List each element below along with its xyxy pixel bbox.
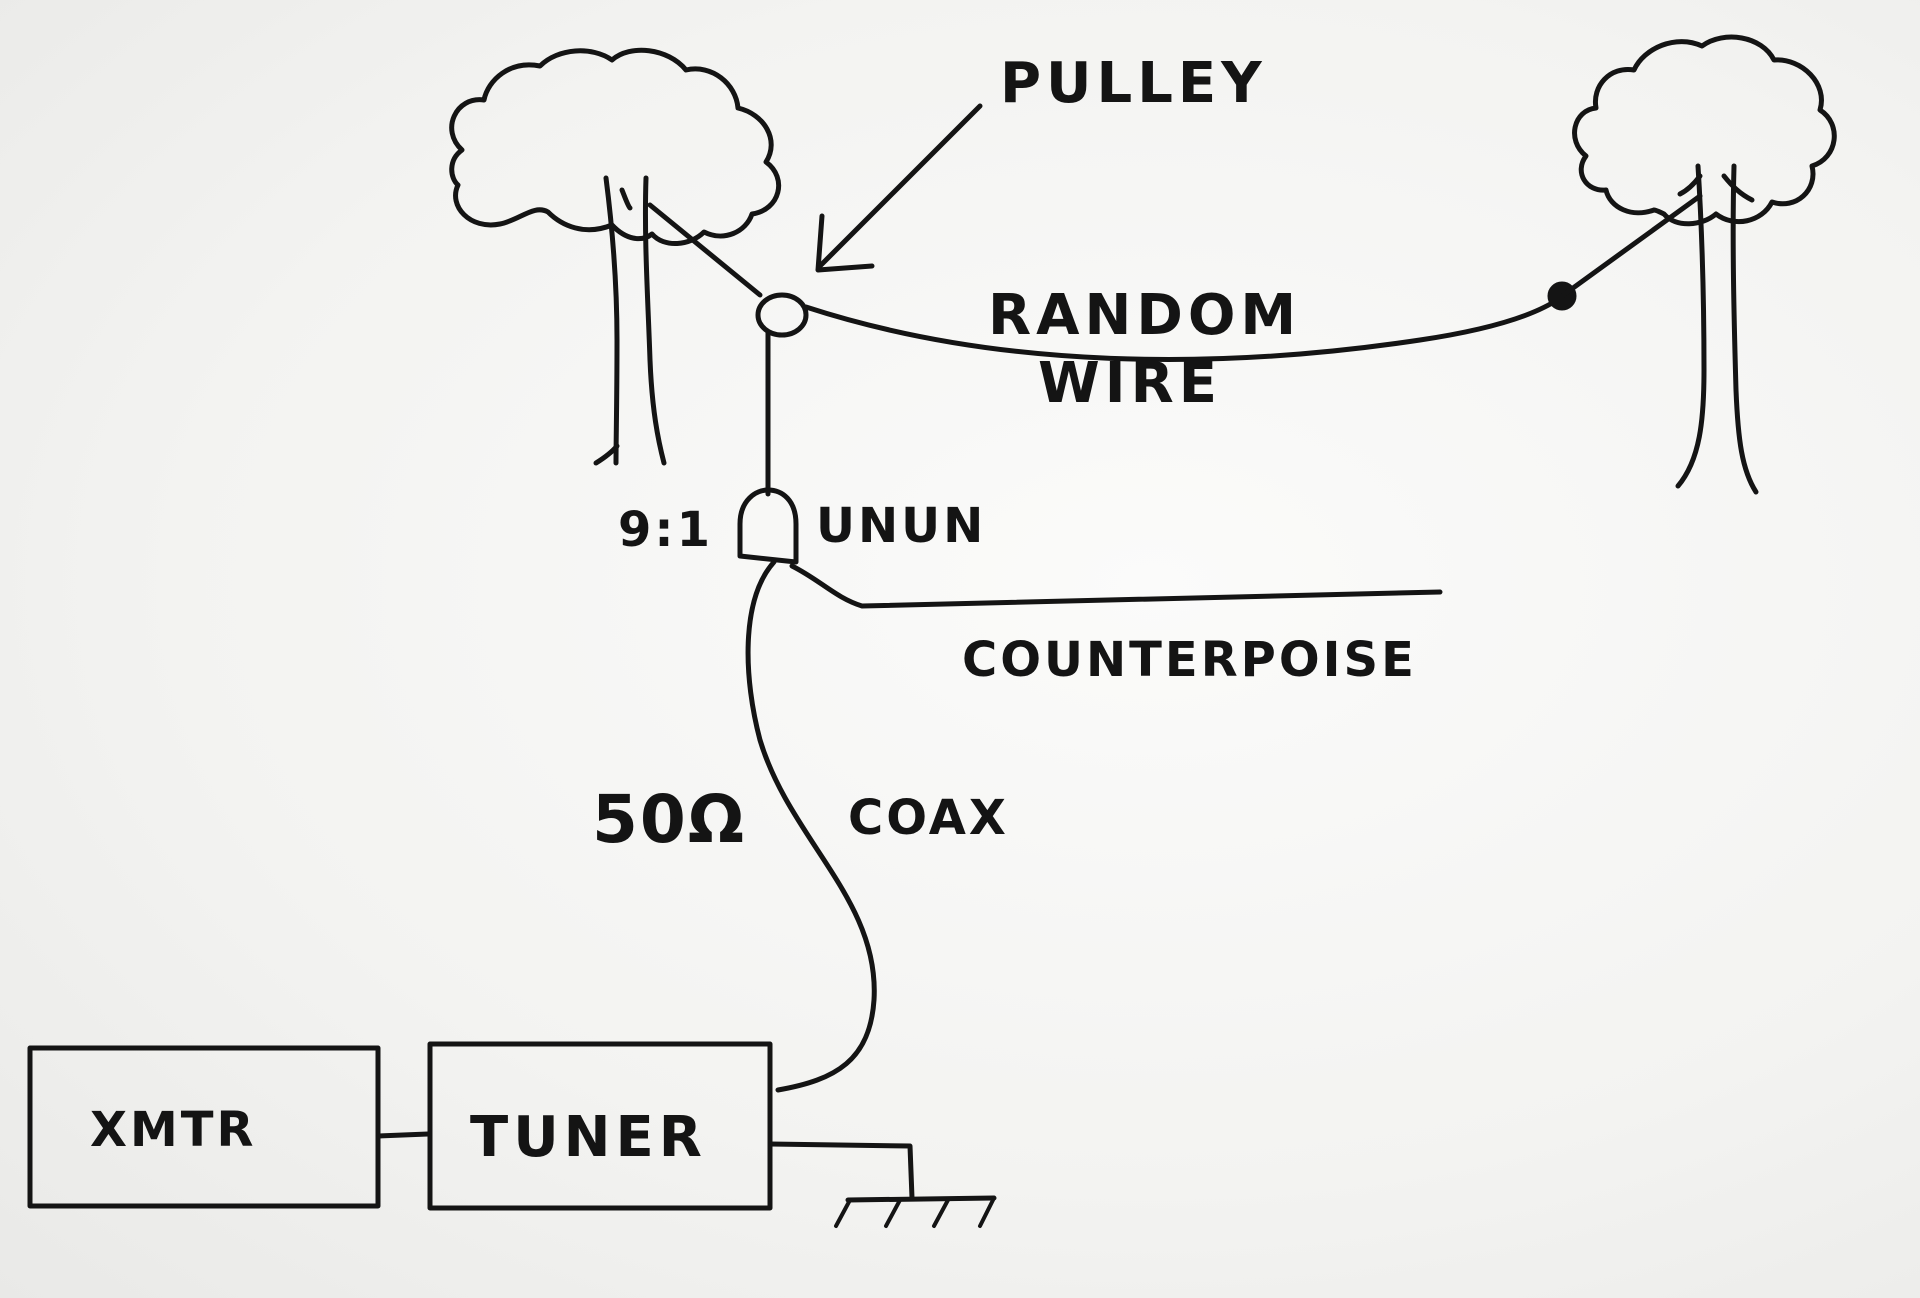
left-tree-branch-upper xyxy=(619,187,633,211)
random-wire-label-line2: WIRE xyxy=(1038,351,1222,416)
left-tree-trunk-left xyxy=(603,175,620,466)
counterpoise-wire xyxy=(789,563,1443,609)
ground-wire xyxy=(767,1141,915,1201)
coax-cable xyxy=(745,559,877,1093)
pulley-arrow-shaft xyxy=(817,103,983,269)
right-tree-branch-left xyxy=(1677,173,1703,197)
left-tree-trunk-right xyxy=(642,175,667,466)
ratio-label: 9:1 xyxy=(618,502,713,558)
tuner-label: TUNER xyxy=(470,1105,707,1170)
pulley-icon xyxy=(755,292,809,338)
xmtr-tuner-link xyxy=(375,1131,431,1139)
left-tree-branch-lower xyxy=(593,443,620,466)
left-tree-canopy xyxy=(449,47,782,247)
pulley-support-line xyxy=(647,202,763,298)
ground-symbol-tick-1 xyxy=(834,1198,852,1228)
coax-label: COAX xyxy=(848,790,1009,846)
left-tree xyxy=(449,47,782,466)
ground-symbol-tick-2 xyxy=(884,1198,902,1228)
pulley-arrow-head xyxy=(815,213,875,273)
random-wire-label-line1: RANDOM xyxy=(988,283,1301,348)
pulley-label: PULLEY xyxy=(1000,51,1267,116)
ground-symbol-tick-4 xyxy=(978,1196,996,1228)
impedance-label: 50Ω xyxy=(592,781,746,858)
right-tree-canopy xyxy=(1572,34,1837,227)
right-tree-rope xyxy=(1559,193,1703,299)
tuner-box xyxy=(427,1041,773,1211)
ground-symbol-bar xyxy=(845,1195,997,1203)
unun-icon xyxy=(737,487,799,565)
xmtr-label: XMTR xyxy=(90,1102,256,1158)
xmtr-box xyxy=(27,1045,381,1209)
right-tree xyxy=(1572,34,1837,495)
ground-icon xyxy=(834,1195,997,1228)
right-tree-branch-right xyxy=(1721,173,1755,203)
right-tree-trunk-left xyxy=(1675,163,1707,489)
right-tree-trunk-right xyxy=(1730,163,1759,495)
pulley-arrow xyxy=(815,103,983,273)
counterpoise-label: COUNTERPOISE xyxy=(962,632,1417,688)
random-wire xyxy=(803,295,1563,362)
unun-label: UNUN xyxy=(816,498,986,554)
ground-symbol-tick-3 xyxy=(932,1198,950,1228)
